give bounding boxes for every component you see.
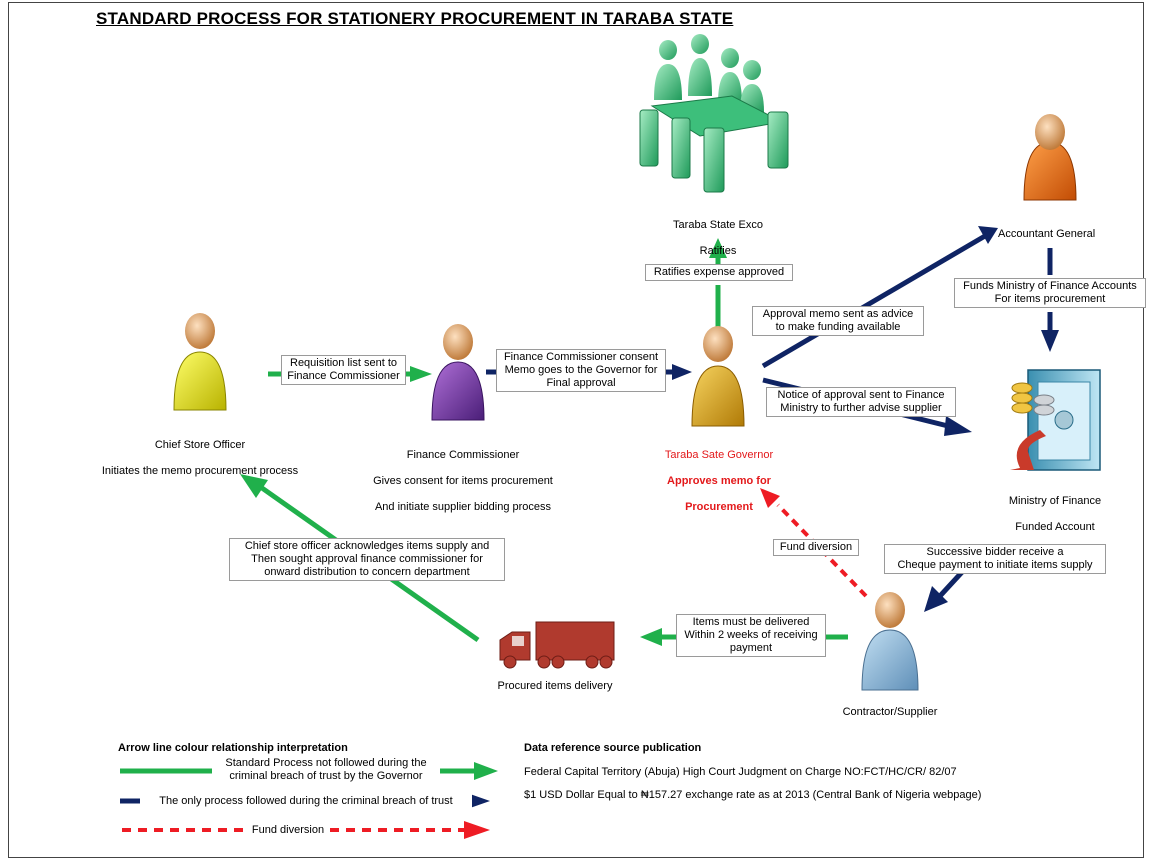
ministry-label: Ministry of Finance Funded Account	[990, 482, 1120, 547]
legend-title: Arrow line colour relationship interpret…	[118, 742, 348, 754]
person-yellow-icon	[173, 313, 227, 411]
chief-store-name: Chief Store Officer	[154, 439, 246, 451]
source-line-1: Federal Capital Territory (Abuja) High C…	[524, 766, 957, 778]
finance-commissioner-role-2: And initiate supplier bidding process	[374, 501, 552, 513]
governor-label: Taraba Sate Governor Approves memo for P…	[646, 436, 792, 527]
governor-role-2: Procurement	[685, 501, 753, 513]
finance-commissioner-role: Gives consent for items procurement	[373, 475, 553, 487]
delivery-label: Procured items delivery	[497, 680, 613, 692]
edge-label-fund-diversion: Fund diversion	[773, 539, 859, 556]
person-gold-icon	[691, 326, 745, 427]
truck-icon	[499, 621, 615, 669]
edge-label-requisition: Requisition list sent to Finance Commiss…	[281, 355, 406, 385]
contractor-label: Contractor/Supplier	[842, 706, 938, 718]
edge-label-acknowledge: Chief store officer acknowledges items s…	[229, 538, 505, 581]
arrow-approval-memo	[761, 226, 998, 369]
edge-label-bidder: Successive bidder receive a Cheque payme…	[884, 544, 1106, 574]
legend-green-arrow	[120, 762, 498, 780]
legend-red-arrow	[122, 821, 490, 839]
source-line-2: $1 USD Dollar Equal to ₦157.27 exchange …	[524, 789, 982, 801]
ministry-name: Ministry of Finance	[1008, 495, 1102, 507]
governor-role: Approves memo for	[667, 475, 771, 487]
arrow-ratifies	[709, 238, 727, 328]
edge-label-delivered: Items must be delivered Within 2 weeks o…	[676, 614, 826, 657]
chief-store-role: Initiates the memo procurement process	[101, 465, 299, 477]
finance-commissioner-label: Finance Commissioner Gives consent for i…	[358, 436, 568, 527]
edge-label-approval-memo: Approval memo sent as advice to make fun…	[752, 306, 924, 336]
person-orange-icon	[1023, 114, 1077, 201]
governor-name: Taraba Sate Governor	[664, 449, 774, 461]
exco-name: Taraba State Exco	[673, 219, 763, 231]
person-blue-icon	[861, 592, 919, 691]
legend-navy-arrow	[120, 794, 490, 808]
safe-coins-icon	[1010, 369, 1101, 471]
person-purple-icon	[431, 324, 485, 421]
arrow-delivered	[640, 628, 848, 646]
finance-commissioner-name: Finance Commissioner	[406, 449, 520, 461]
legend-navy-label: The only process followed during the cri…	[140, 794, 472, 809]
legend-green-label: Standard Process not followed during the…	[225, 757, 427, 782]
meeting-people-icon	[639, 34, 789, 193]
accountant-label: Accountant General	[998, 228, 1096, 240]
page-title: STANDARD PROCESS FOR STATIONERY PROCUREM…	[96, 9, 734, 28]
source-title: Data reference source publication	[524, 742, 702, 754]
exco-role: Ratifies	[699, 245, 737, 257]
exco-label: Taraba State Exco Ratifies	[640, 206, 796, 271]
edge-label-funds: Funds Ministry of Finance Accounts For i…	[954, 278, 1146, 308]
edge-label-ratifies: Ratifies expense approved	[645, 264, 793, 281]
legend-red-label: Fund diversion	[246, 823, 330, 838]
edge-label-consent: Finance Commissioner consent Memo goes t…	[496, 349, 666, 392]
chief-store-label: Chief Store Officer Initiates the memo p…	[80, 426, 320, 491]
ministry-role: Funded Account	[1015, 521, 1095, 533]
edge-label-notice: Notice of approval sent to Finance Minis…	[766, 387, 956, 417]
arrow-funds	[1041, 248, 1059, 352]
